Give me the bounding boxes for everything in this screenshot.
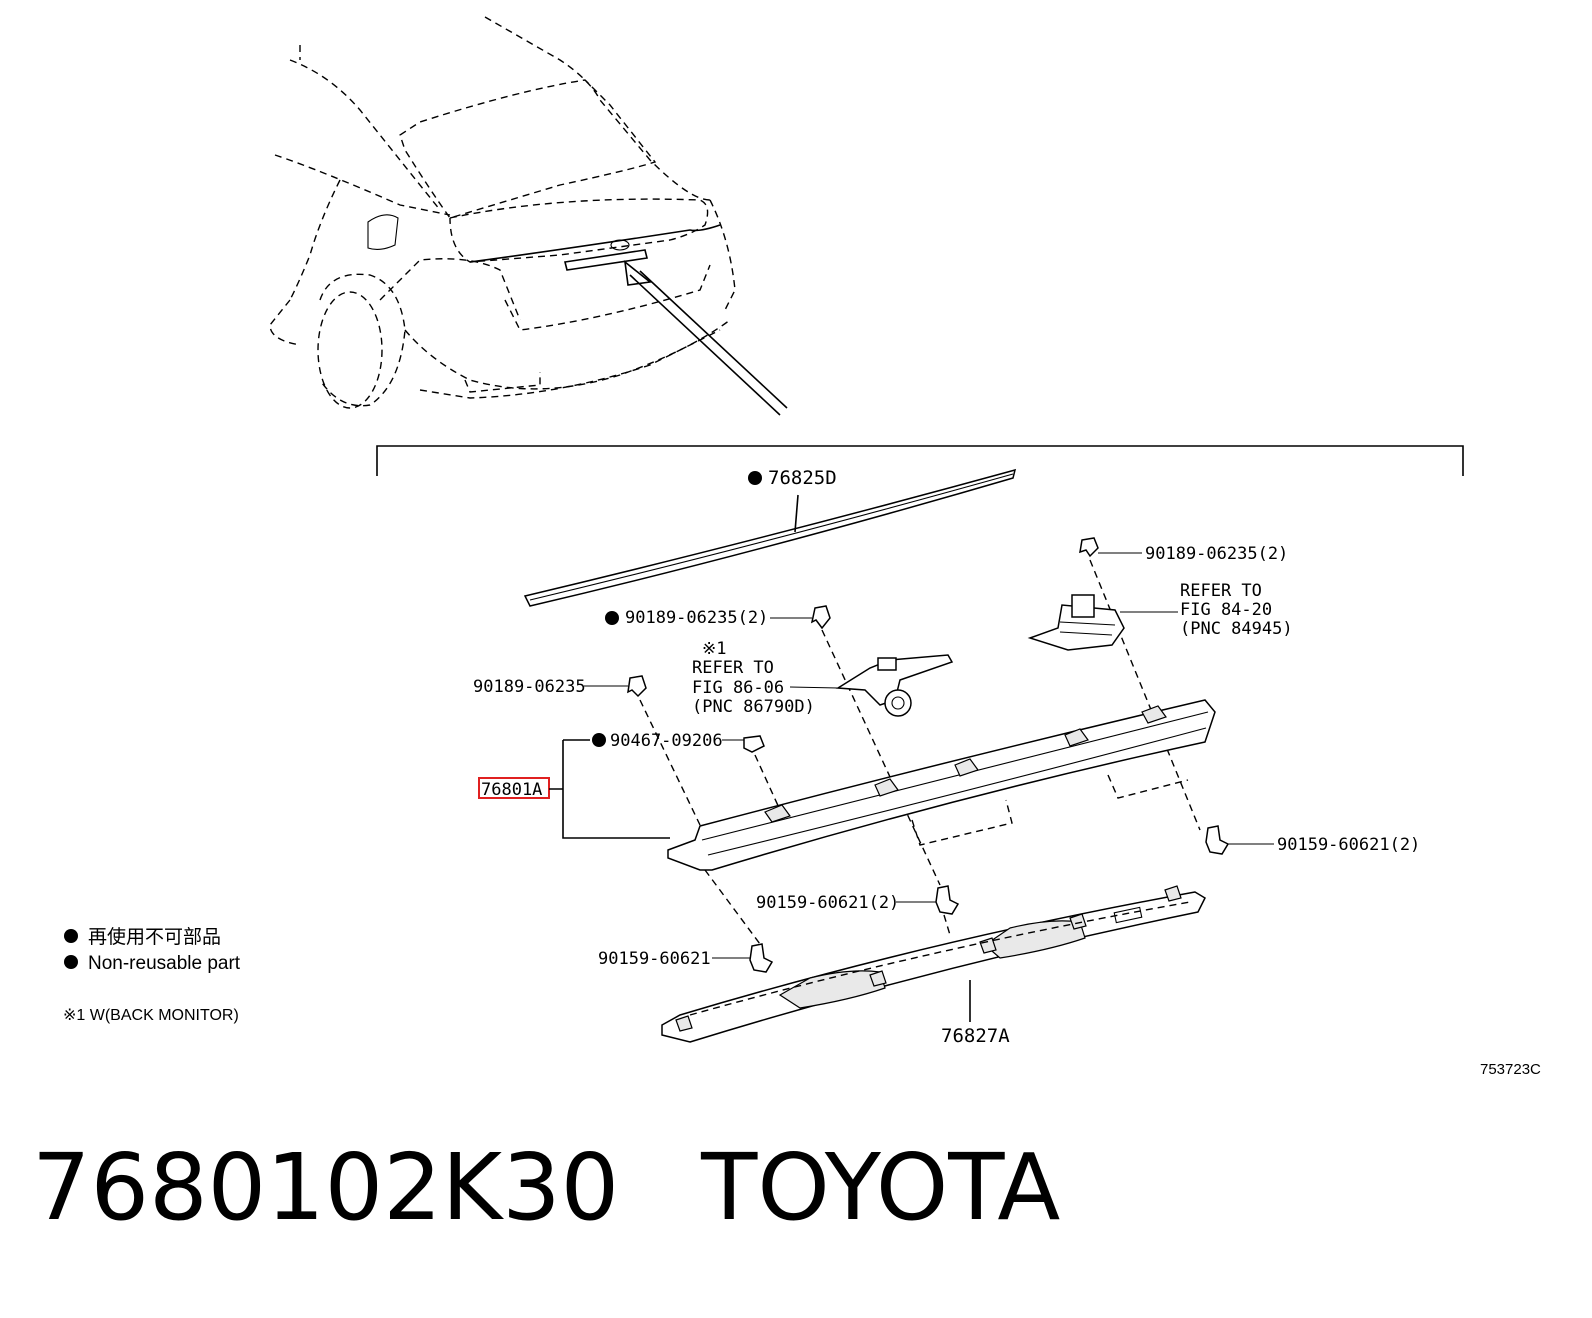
label-nut: 90467-09206: [610, 731, 723, 751]
label-clip-left: 90189-06235: [473, 677, 586, 697]
refer-right-line2: FIG 84-20: [1180, 600, 1272, 620]
label-screw-left: 90159-60621: [598, 949, 711, 969]
assembly-highlight-box: [478, 777, 550, 799]
dash-clip-left: [639, 699, 701, 826]
screw-left-part: [749, 943, 774, 973]
refer-right-line3: (PNC 84945): [1180, 619, 1293, 639]
label-76825d: 76825D: [768, 467, 837, 489]
label-screw-center: 90159-60621(2): [756, 893, 899, 913]
back-camera-part: [835, 654, 954, 717]
screw-right-part: [1205, 825, 1230, 855]
leader-refer-left: [789, 686, 839, 689]
refer-right-line1: REFER TO: [1180, 581, 1262, 601]
refer-left-line1: REFER TO: [692, 658, 774, 678]
dash-screw-left: [704, 869, 761, 945]
nut-part: [743, 735, 765, 753]
label-screw-right: 90159-60621(2): [1277, 835, 1420, 855]
refer-right-part: [1027, 594, 1125, 651]
dash-clip-center: [821, 629, 941, 886]
retainer-strip-76825d: [523, 468, 1017, 607]
dash-nut: [754, 754, 781, 811]
refer-sub-mark: ※1: [702, 639, 726, 659]
legend-note: ※1 W(BACK MONITOR): [63, 1007, 239, 1024]
legend-dot-en: [64, 955, 78, 969]
garnish-assembly-76801a: [667, 699, 1216, 871]
figure-id: 753723C: [1480, 1061, 1541, 1078]
label-clip-center: 90189-06235(2): [625, 608, 768, 628]
refer-left-line2: FIG 86-06: [692, 678, 784, 698]
non-reusable-dot: [592, 733, 606, 747]
lower-cover-76827a: [661, 885, 1206, 1043]
dash-screw-center: [943, 914, 951, 936]
assembly-callout-bracket: [549, 739, 670, 839]
screw-center-part: [935, 885, 960, 915]
clip-center-part: [810, 605, 831, 630]
assembly-bracket: [376, 445, 1464, 476]
label-assembly: 76801A: [481, 780, 542, 800]
clip-left-part: [627, 675, 647, 698]
clip-right-part: [1079, 537, 1099, 558]
refer-left-line3: (PNC 86790D): [692, 697, 815, 717]
vehicle-rear-illustration: [269, 16, 788, 416]
part-number: 7680102K30: [32, 1134, 620, 1241]
label-clip-right: 90189-06235(2): [1145, 544, 1288, 564]
label-lower-cover: 76827A: [941, 1025, 1010, 1047]
dash-clip-right: [1089, 559, 1201, 831]
legend-dot-jp: [64, 929, 78, 943]
non-reusable-dot: [748, 471, 762, 485]
legend-en: Non-reusable part: [88, 953, 241, 974]
brand-name: TOYOTA: [701, 1134, 1061, 1241]
legend-jp: 再使用不可部品: [88, 926, 221, 948]
non-reusable-dot: [605, 611, 619, 625]
